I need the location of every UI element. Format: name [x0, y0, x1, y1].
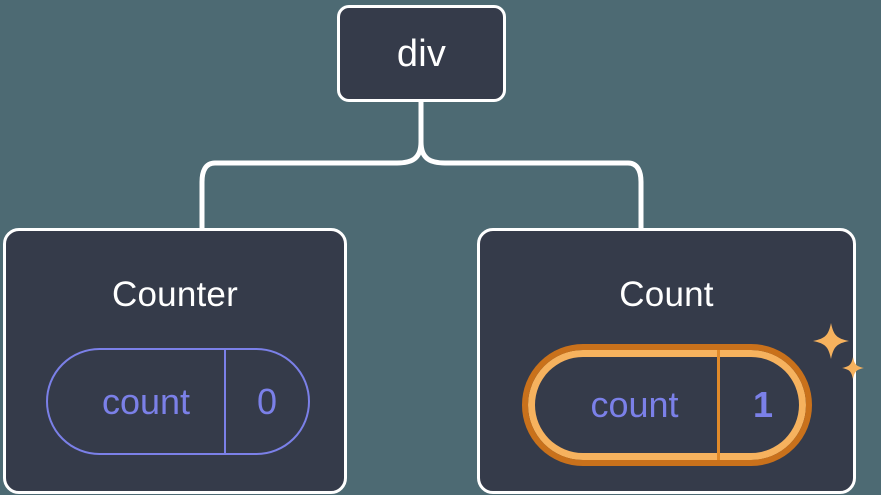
node-count-title: Count	[619, 275, 714, 314]
edge-root-to-counter	[199, 139, 424, 231]
prop-value: 0	[224, 350, 308, 453]
prop-pill-count-0[interactable]: count 0	[46, 348, 310, 455]
node-count[interactable]: Count count 1	[477, 228, 864, 494]
node-counter-title: Counter	[112, 275, 238, 314]
prop-pill-count-1[interactable]: count 1	[522, 344, 812, 466]
prop-key: count	[590, 384, 679, 425]
node-counter[interactable]: Counter count 0	[3, 228, 347, 494]
prop-value: 1	[717, 350, 806, 460]
sparkle-large-icon	[813, 323, 849, 359]
sparkles-group	[813, 323, 864, 379]
edge-root-to-count	[418, 139, 644, 231]
node-root-div[interactable]: div	[337, 5, 506, 102]
prop-key: count	[101, 380, 191, 422]
sparkle-small-icon	[842, 357, 864, 379]
node-root-label: div	[396, 33, 447, 75]
